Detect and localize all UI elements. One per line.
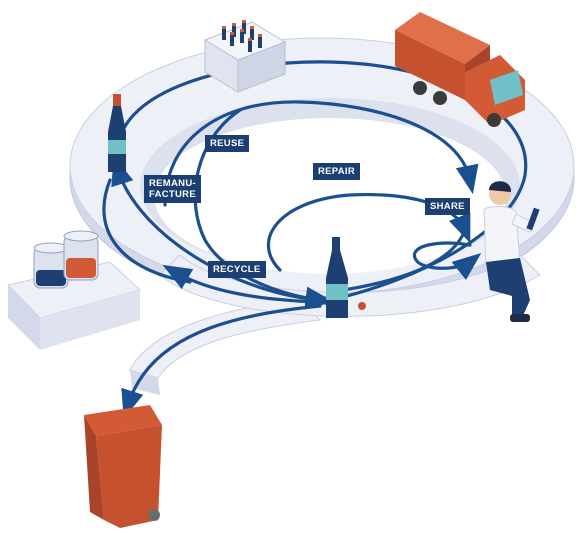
share-label: SHARE <box>425 198 470 215</box>
repair-label: REPAIR <box>313 163 360 180</box>
recycle-arrow <box>162 264 322 304</box>
waste-bin <box>84 405 162 528</box>
left-bottle <box>108 94 126 172</box>
jar-loop-arrow <box>102 178 192 284</box>
reuse-label: REUSE <box>205 135 250 152</box>
delivery-truck <box>395 12 525 127</box>
glass-jars <box>33 230 99 289</box>
remanufacture-label: REMANU- FACTURE <box>144 175 201 203</box>
share-loop-arrow <box>412 241 482 280</box>
bottle-crate <box>203 20 287 93</box>
disposal-arrow <box>121 304 322 419</box>
center-bottle <box>326 237 366 318</box>
reuse-loop-arrow <box>163 100 479 207</box>
seated-person <box>483 181 540 322</box>
recycle-label: RECYCLE <box>208 261 266 278</box>
left-platform <box>7 261 141 350</box>
